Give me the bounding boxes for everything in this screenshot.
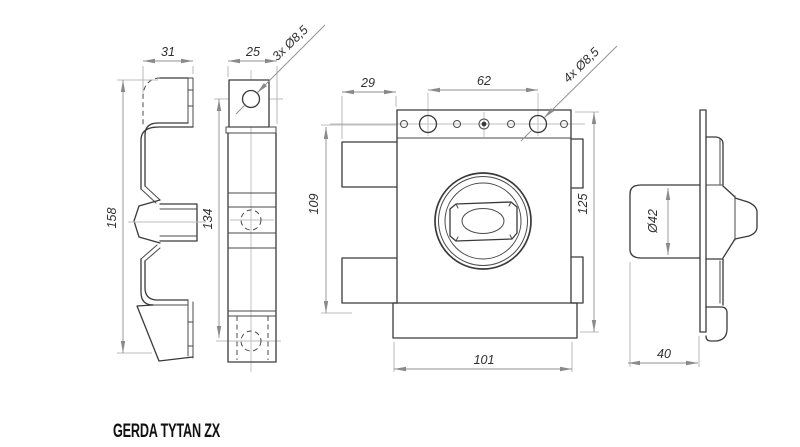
dim-keeper-front-width: 25 bbox=[245, 45, 260, 59]
dim-lock-depth: 40 bbox=[657, 347, 671, 361]
keeper-side-dimensions: 31 158 bbox=[105, 45, 194, 354]
keeper-hole bbox=[241, 89, 261, 109]
dim-lock-left-offset: 29 bbox=[360, 76, 375, 90]
left-tab-upper bbox=[341, 141, 398, 188]
side-plate bbox=[699, 109, 707, 333]
thumbturn bbox=[434, 172, 532, 270]
dim-keeper-hole-label: 3x Ø8,5 bbox=[270, 23, 311, 64]
right-tab-lower bbox=[570, 256, 584, 304]
side-knob bbox=[722, 185, 758, 259]
dim-keeper-side-width: 31 bbox=[161, 45, 175, 59]
flange-holes bbox=[400, 114, 568, 134]
cylinder-housing bbox=[629, 184, 701, 259]
keeper-front-view bbox=[214, 70, 283, 372]
keeper-lip bbox=[133, 199, 161, 244]
dim-cylinder-diameter: Ø42 bbox=[646, 209, 660, 234]
keeper-bottom-flange bbox=[136, 304, 194, 362]
dim-lock-width: 101 bbox=[474, 353, 495, 367]
lock-front-view bbox=[330, 93, 585, 339]
dim-lock-right-height: 125 bbox=[576, 194, 590, 215]
dim-keeper-side-height: 158 bbox=[105, 208, 119, 229]
dim-keeper-front-height: 134 bbox=[201, 209, 215, 230]
hidden-hole-bottom bbox=[240, 330, 262, 352]
drawing-title: GERDA TYTAN ZX bbox=[113, 421, 220, 442]
right-tab-upper bbox=[570, 138, 584, 189]
lock-side-dimensions: Ø42 40 bbox=[628, 188, 700, 367]
side-bottom-block bbox=[705, 306, 728, 342]
left-tab-lower bbox=[341, 257, 398, 304]
keeper-side-view bbox=[128, 77, 206, 362]
dim-lock-hole-label: 4x Ø8,5 bbox=[561, 45, 602, 86]
thumbturn-grip bbox=[449, 201, 518, 242]
hidden-hole-middle bbox=[240, 209, 262, 231]
dim-lock-hole-span: 62 bbox=[477, 74, 491, 88]
hidden-bend-line bbox=[142, 77, 161, 127]
lock-side-view bbox=[629, 109, 758, 342]
keeper-front-dimensions: 25 134 3x Ø8,5 bbox=[201, 23, 326, 338]
bottom-plate bbox=[392, 302, 578, 339]
dim-lock-left-height: 109 bbox=[307, 194, 321, 215]
